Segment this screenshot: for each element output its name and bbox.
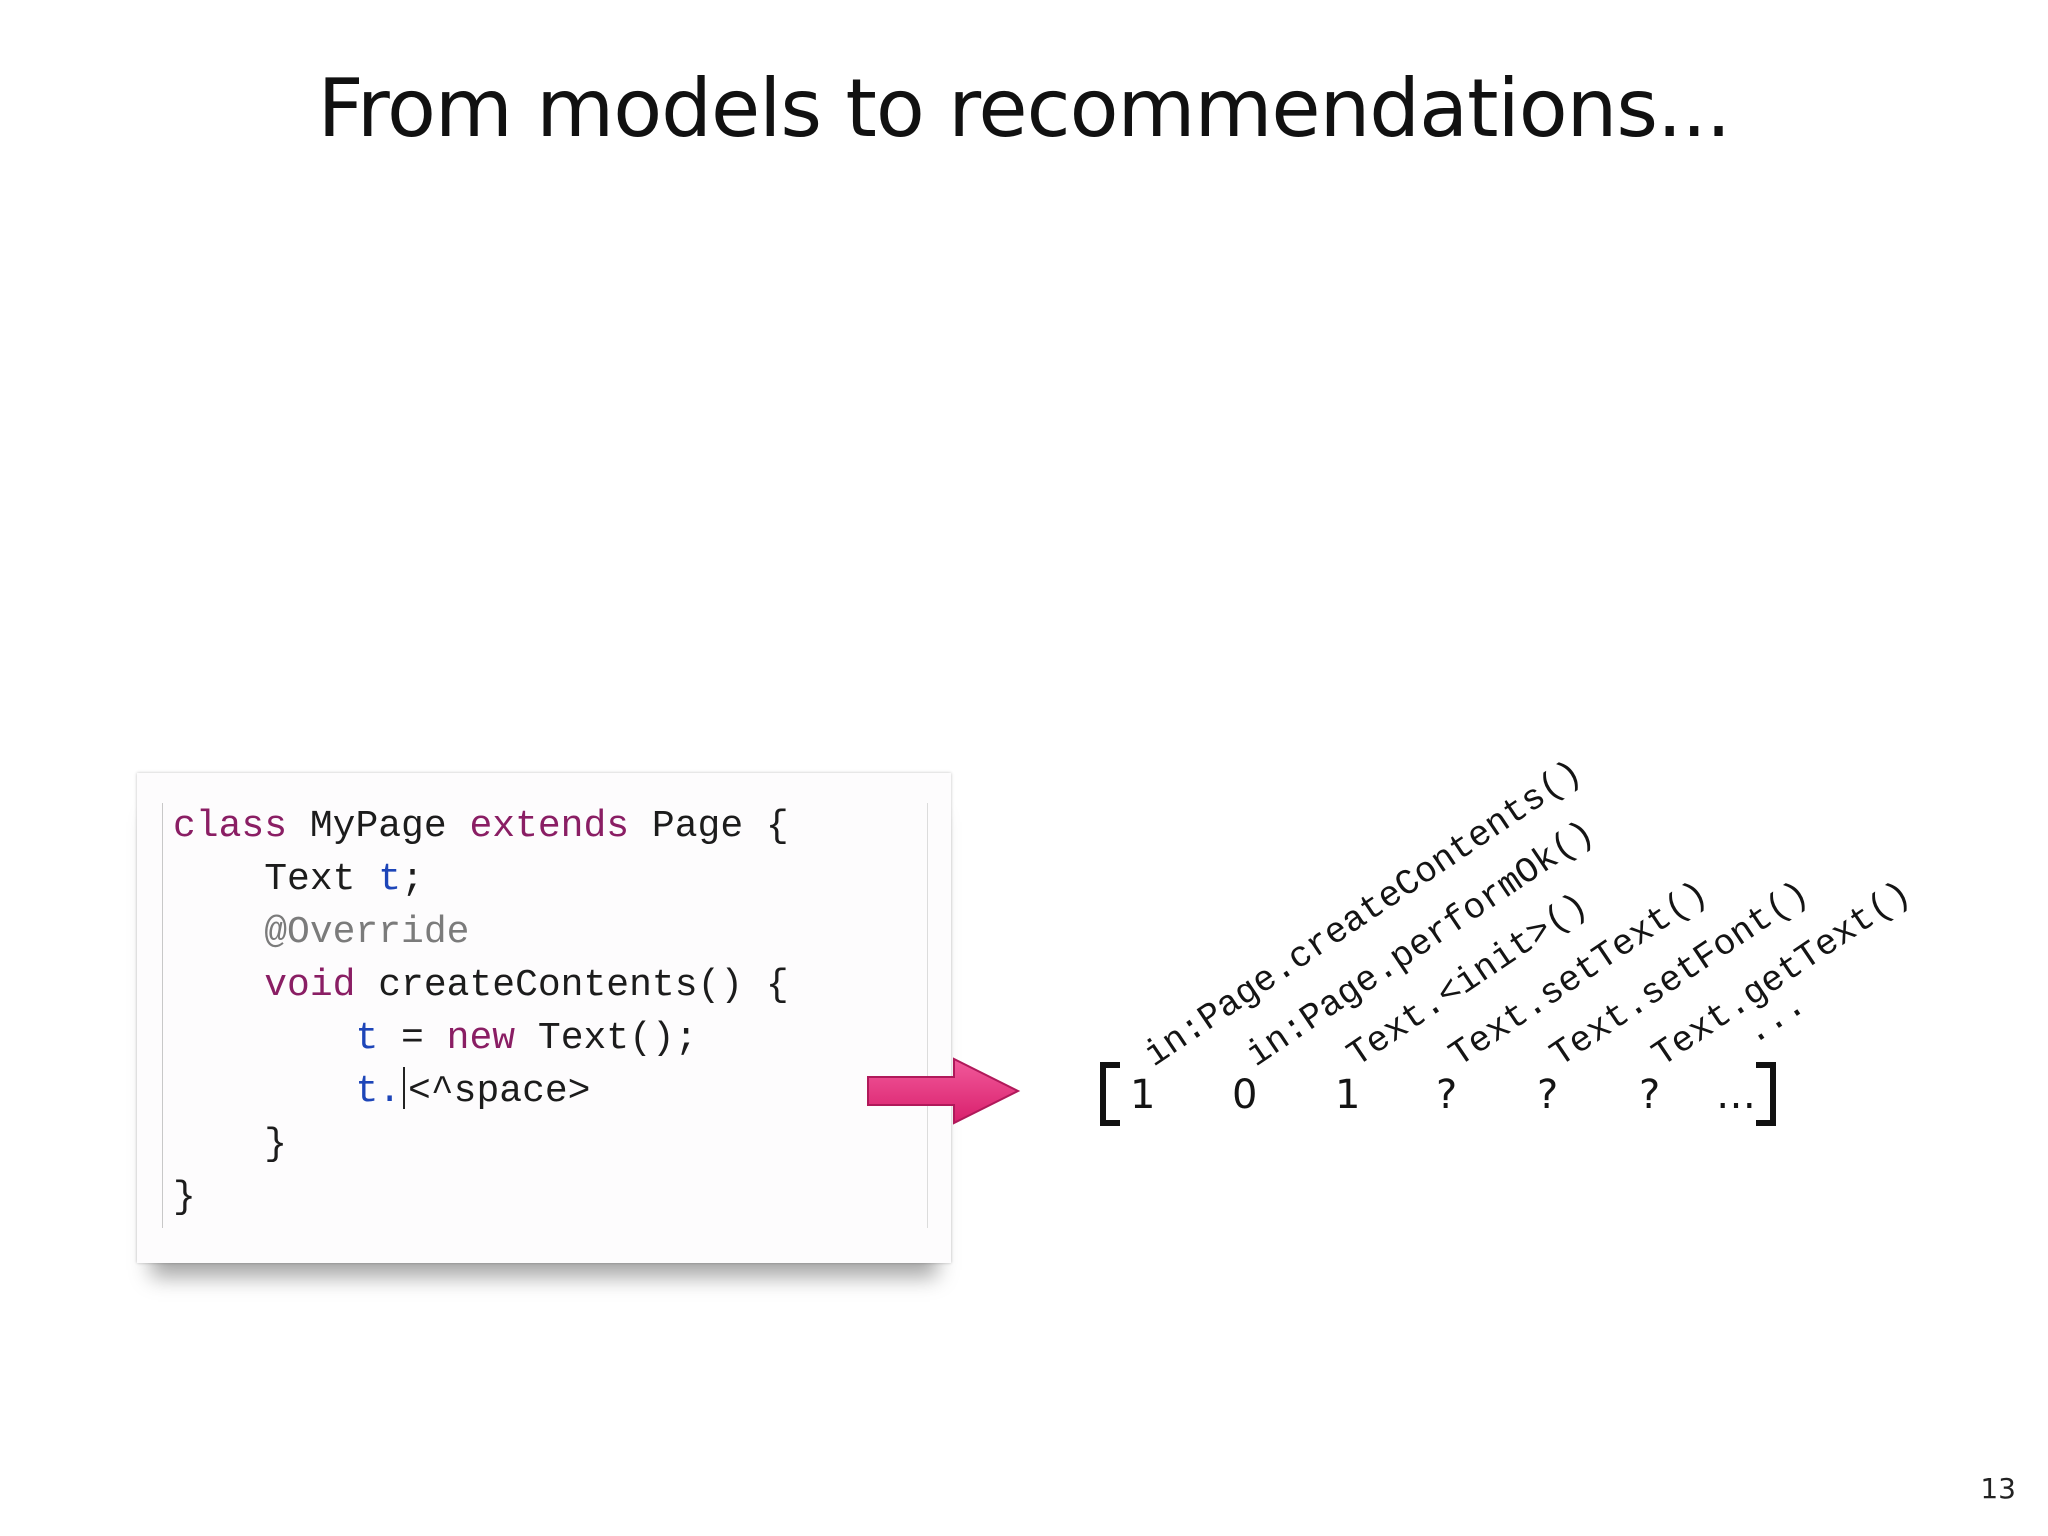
code-text: ; [401, 858, 424, 901]
vector-value: ? [1537, 1072, 1559, 1118]
code-text: } [173, 1123, 288, 1166]
vector-value: 0 [1232, 1072, 1258, 1118]
keyword-new: new [446, 1017, 516, 1060]
code-text: MyPage [287, 805, 470, 848]
vector-right-bracket [1756, 1062, 1776, 1126]
vector-value: 1 [1335, 1072, 1361, 1118]
code-text: = [378, 1017, 447, 1060]
annotation-override: @Override [264, 911, 470, 954]
keyword-void: void [264, 964, 356, 1007]
variable-t: t [378, 858, 402, 901]
code-text: Page { [629, 805, 789, 848]
vector-value: ? [1639, 1072, 1661, 1118]
code-text: Text(); [515, 1017, 698, 1060]
right-arrow-icon [867, 1057, 1021, 1125]
text-caret [403, 1067, 406, 1109]
code-text: createContents() { [355, 964, 789, 1007]
vector-value-ellipsis: … [1716, 1072, 1756, 1118]
code-text: } [173, 1176, 196, 1219]
indent [173, 1017, 355, 1060]
slide-title: From models to recommendations... [317, 62, 1732, 155]
code-text: Text [264, 858, 379, 901]
completion-shortcut: <^space> [408, 1070, 591, 1113]
vector-left-bracket [1100, 1062, 1120, 1126]
keyword-extends: extends [469, 805, 630, 848]
indent [173, 964, 264, 1007]
variable-t-dot: t. [355, 1070, 402, 1113]
code-editor: class MyPage extends Page { Text t; @Ove… [162, 803, 928, 1228]
page-number: 13 [1980, 1472, 2016, 1505]
vector-value: ? [1436, 1072, 1458, 1118]
variable-t: t [355, 1017, 379, 1060]
code-panel: class MyPage extends Page { Text t; @Ove… [137, 773, 951, 1263]
indent [173, 1070, 355, 1113]
indent [173, 911, 264, 954]
vector-value: 1 [1130, 1072, 1156, 1118]
code-listing: class MyPage extends Page { Text t; @Ove… [173, 800, 789, 1224]
keyword-class: class [173, 805, 288, 848]
indent [173, 858, 264, 901]
